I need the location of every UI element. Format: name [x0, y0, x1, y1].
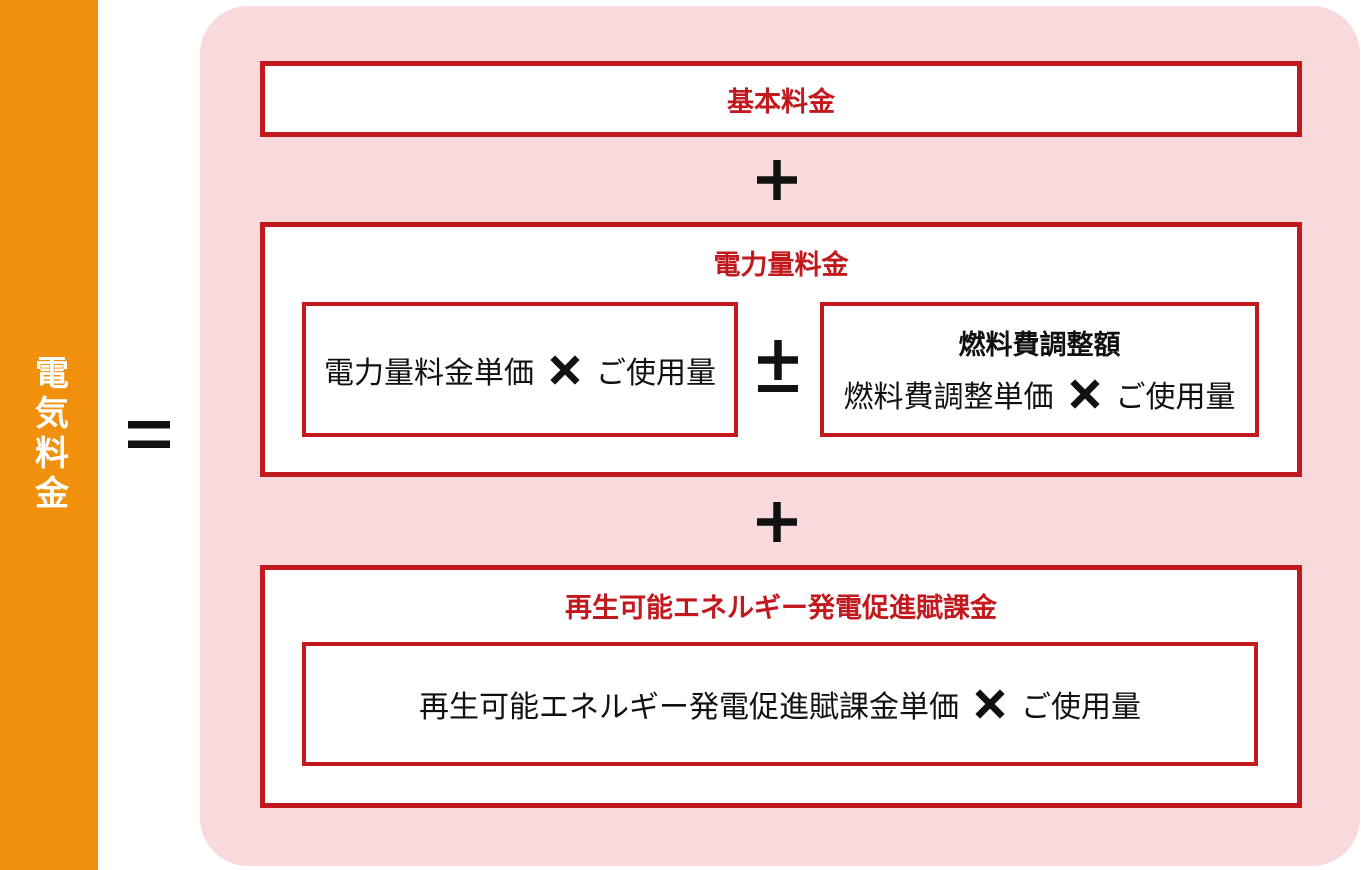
fuel-adjustment-box: 燃料費調整額 燃料費調整単価 ご使用量 [820, 302, 1259, 437]
energy-unit-price-box: 電力量料金単価 ご使用量 [302, 302, 738, 437]
electricity-bill-label: 電気料金 [29, 355, 68, 515]
renewable-calc-box: 再生可能エネルギー発電促進賦課金単価 ご使用量 [302, 642, 1258, 766]
renewable-usage-label: ご使用量 [1021, 691, 1141, 724]
plus-minus-icon [758, 340, 798, 392]
energy-charge-title: 電力量料金 [713, 250, 849, 280]
fuel-adjustment-calc-line: 燃料費調整単価 ご使用量 [844, 372, 1236, 416]
plus-icon [757, 502, 797, 542]
multiply-icon [975, 689, 1005, 719]
fuel-unit-price-label: 燃料費調整単価 [843, 381, 1054, 414]
basic-charge-title: 基本料金 [727, 86, 835, 117]
fuel-usage-label: ご使用量 [1115, 381, 1236, 414]
multiply-icon [550, 354, 580, 385]
equals-icon [128, 421, 170, 448]
basic-charge-box: 基本料金 [260, 61, 1302, 137]
energy-unit-price-label: 電力量料金単価 [324, 356, 534, 390]
left-accent-bar: 電気料金 [0, 0, 98, 870]
renewable-surcharge-box: 再生可能エネルギー発電促進賦課金 再生可能エネルギー発電促進賦課金単価 ご使用量 [260, 565, 1302, 808]
energy-charge-box: 電力量料金 電力量料金単価 ご使用量 燃料費調整額 燃料費調整単価 [260, 222, 1302, 477]
renewable-unit-price-label: 再生可能エネルギー発電促進賦課金単価 [419, 691, 959, 724]
multiply-icon [1069, 379, 1100, 409]
formula-panel: 基本料金 電力量料金 電力量料金単価 ご使用量 [200, 6, 1360, 866]
plus-icon [757, 160, 797, 200]
energy-usage-label: ご使用量 [596, 356, 716, 390]
fuel-adjustment-title: 燃料費調整額 [958, 330, 1121, 360]
renewable-surcharge-title: 再生可能エネルギー発電促進賦課金 [565, 593, 997, 623]
